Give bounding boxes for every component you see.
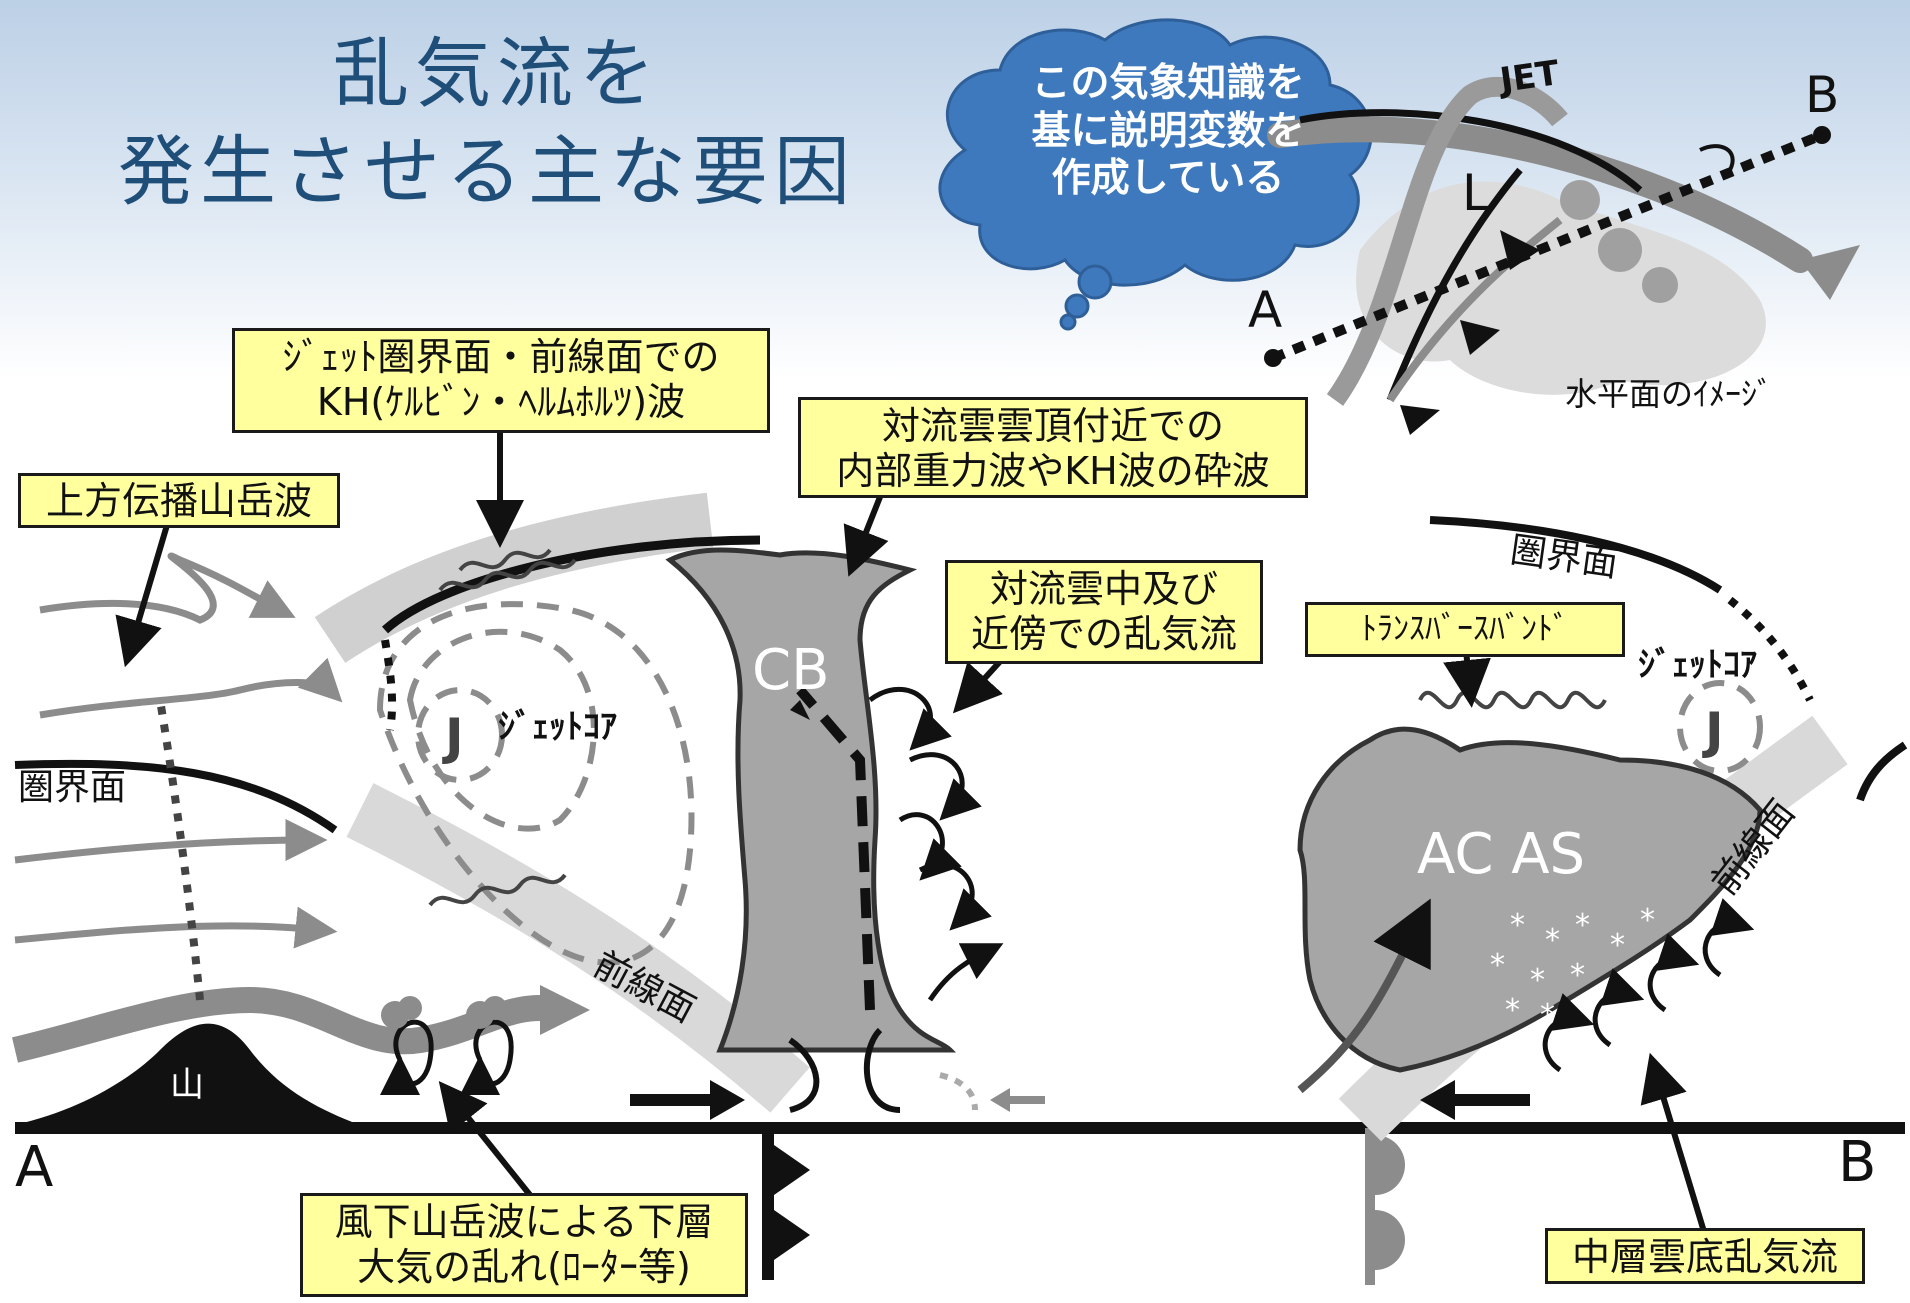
- svg-text:*: *: [1575, 908, 1590, 943]
- jet-symbol-left: J: [445, 708, 464, 766]
- svg-text:*: *: [1545, 923, 1560, 958]
- callout-line-1: この気象知識を: [1031, 61, 1305, 106]
- label-mid-cloud-base: 中層雲底乱気流: [1545, 1228, 1865, 1284]
- rotor-swirls: [380, 1019, 514, 1096]
- cb-cloud: [665, 547, 957, 1053]
- label-cb-top-line2: 内部重力波やKH波の砕波: [836, 448, 1270, 493]
- jet-symbol-right: J: [1705, 702, 1724, 760]
- callout-text: この気象知識を 基に説明変数を 作成している: [968, 60, 1368, 203]
- mountain-shape: [15, 1023, 360, 1125]
- label-upward-mountain-wave: 上方伝播山岳波: [18, 473, 340, 528]
- inset-low-label: L: [1462, 164, 1490, 222]
- page-title-line2: 発生させる主な要因: [118, 127, 856, 216]
- cb-label: CB: [752, 638, 830, 703]
- inset-point-a: A: [1248, 281, 1283, 339]
- page-title-line1: 乱気流を: [333, 29, 661, 118]
- label-cb-top-line1: 対流雲雲頂付近での: [881, 404, 1224, 448]
- axis-label-a: A: [15, 1135, 54, 1200]
- label-cb-top: 対流雲雲頂付近での 内部重力波やKH波の砕波: [798, 397, 1308, 498]
- callout-line-2: 基に説明変数を: [1031, 108, 1305, 154]
- svg-text:*: *: [1510, 908, 1525, 943]
- inset-caption: 水平面のｲﾒｰｼﾞ: [1565, 375, 1774, 413]
- svg-text:*: *: [1505, 993, 1520, 1028]
- cb-turbulence-swirls: [868, 686, 1004, 1002]
- label-kh-wave-line1: ｼﾞｪｯﾄ圏界面・前線面での: [282, 335, 720, 379]
- jet-core-left: [376, 601, 695, 966]
- svg-text:*: *: [1570, 958, 1585, 993]
- mountain-label: 山: [170, 1065, 204, 1105]
- flow-arrows-left: [14, 552, 343, 949]
- axis-label-b: B: [1838, 1130, 1877, 1195]
- label-convective-line1: 対流雲中及び: [989, 567, 1218, 611]
- svg-text:*: *: [1490, 948, 1505, 983]
- inset-map: [1264, 76, 1860, 435]
- label-lee-wave: 風下山岳波による下層 大気の乱れ(ﾛｰﾀｰ等): [300, 1193, 748, 1297]
- label-kh-wave-line2: KH(ｹﾙﾋﾞﾝ・ﾍﾙﾑﾎﾙﾂ)波: [316, 379, 686, 424]
- label-convective-turbulence: 対流雲中及び 近傍での乱気流: [945, 560, 1263, 664]
- label-lee-wave-line2: 大気の乱れ(ﾛｰﾀｰ等): [357, 1244, 691, 1289]
- callout-line-3: 作成している: [1051, 156, 1285, 202]
- speech-cloud: [938, 18, 1373, 331]
- cloud-base-swirls: [1542, 898, 1755, 1073]
- svg-text:*: *: [1530, 963, 1545, 998]
- tropopause-label-left: 圏界面: [18, 767, 127, 808]
- svg-text:*: *: [1610, 928, 1625, 963]
- ac-as-label: AC AS: [1417, 822, 1586, 887]
- svg-text:*: *: [1640, 903, 1655, 938]
- snow-markers: *** *** *** *: [1490, 903, 1655, 1033]
- label-lee-wave-line1: 風下山岳波による下層: [334, 1200, 714, 1244]
- jet-core-label-right: ｼﾞｪｯﾄｺｱ: [1638, 645, 1757, 685]
- jet-core-label-left: ｼﾞｪｯﾄｺｱ: [498, 707, 617, 747]
- pointer-arrows: [115, 432, 1708, 1236]
- inset-jet-label: JET: [1497, 53, 1562, 101]
- label-kh-wave: ｼﾞｪｯﾄ圏界面・前線面での KH(ｹﾙﾋﾞﾝ・ﾍﾙﾑﾎﾙﾂ)波: [232, 328, 770, 433]
- label-convective-line2: 近傍での乱気流: [970, 611, 1237, 656]
- label-transverse-band: ﾄﾗﾝｽﾊﾞｰｽﾊﾞﾝﾄﾞ: [1305, 602, 1625, 657]
- inset-point-b: B: [1805, 66, 1840, 124]
